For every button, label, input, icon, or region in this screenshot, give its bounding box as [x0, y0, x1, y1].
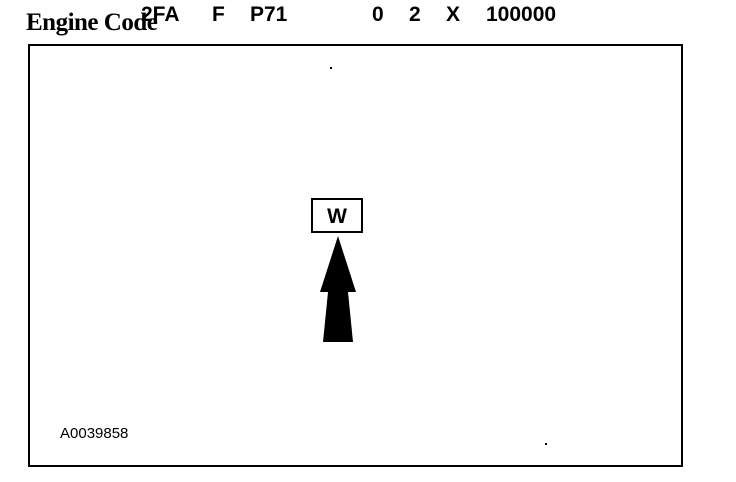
code-segment-make: F	[212, 3, 225, 26]
code-segment-engine: W	[327, 205, 347, 228]
up-arrow-icon	[320, 236, 356, 342]
code-segment-model-prefix: 2FA	[141, 3, 180, 26]
speck-dot	[330, 67, 332, 69]
code-segment-plant: X	[446, 3, 461, 26]
code-segment-serial: 100000	[486, 3, 557, 26]
page-title: Engine Code	[26, 9, 158, 36]
diagram-frame	[28, 44, 683, 467]
code-segment-body: P71	[250, 3, 288, 26]
highlighted-engine-code-box: W	[311, 198, 363, 233]
code-segment-check-digit: 0	[372, 3, 384, 26]
figure-id-label: A0039858	[60, 425, 129, 442]
speck-dot	[545, 443, 547, 445]
code-segment-model-year: 2	[409, 3, 421, 26]
